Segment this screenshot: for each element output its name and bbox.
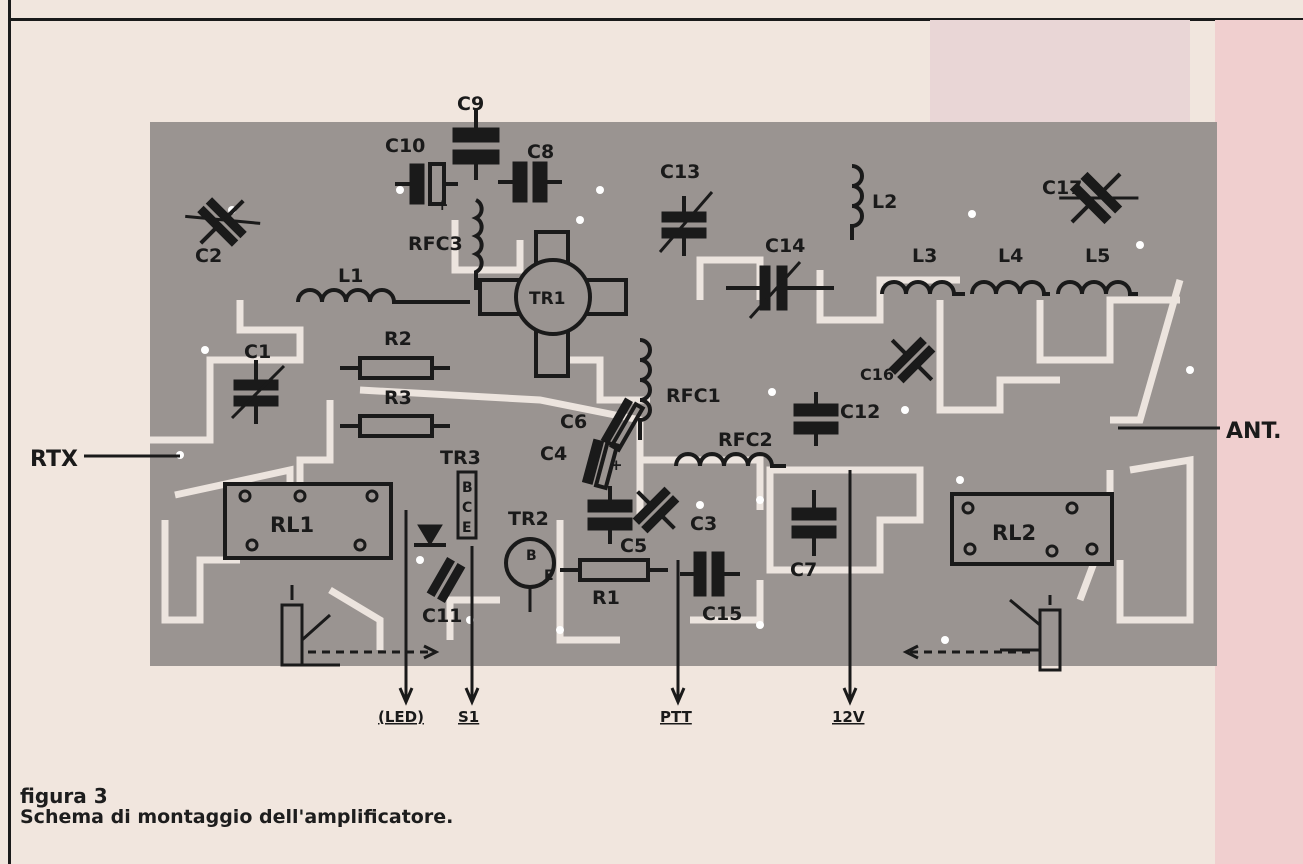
- terminal-labels: RTX ANT. (LED) S1 PTT 12V: [30, 419, 1281, 726]
- label-rfc3: RFC3: [408, 233, 463, 255]
- label-c4-plus: +: [610, 456, 623, 474]
- capacitor-c5-body: [587, 486, 633, 544]
- page-border-left: [8, 0, 11, 864]
- label-c16: C16: [860, 365, 894, 384]
- terminal-wires: [84, 426, 1220, 706]
- inductor-l4-coil: [970, 280, 1050, 296]
- label-c1: C1: [244, 341, 271, 363]
- label-c13: C13: [660, 161, 700, 183]
- label-r1: R1: [592, 587, 620, 609]
- inductor-l2-coil: [850, 164, 864, 240]
- label-tr3: TR3: [440, 447, 481, 469]
- terminal-12v: 12V: [832, 708, 865, 726]
- terminal-s1: S1: [458, 708, 479, 726]
- figure-number: figura 3: [20, 784, 108, 808]
- capacitor-c12-body: [793, 392, 839, 446]
- inductor-rfc3-coil: [471, 198, 484, 290]
- capacitor-c9-body: [452, 110, 500, 180]
- label-c10-plus: +: [436, 196, 449, 214]
- terminal-ant: ANT.: [1226, 419, 1281, 444]
- label-tr2-e: E: [544, 568, 554, 584]
- capacitor-c11-body: [426, 556, 466, 604]
- label-rfc1: RFC1: [666, 385, 721, 407]
- figure-caption: figura 3 Schema di montaggio dell'amplif…: [20, 786, 453, 828]
- trimmer-c17-body: [1059, 171, 1139, 225]
- label-c10: C10: [385, 135, 425, 157]
- capacitor-c7-body: [791, 490, 837, 556]
- terminal-rtx: RTX: [30, 447, 78, 472]
- label-tr1: TR1: [529, 289, 566, 309]
- page-border-top: [8, 18, 1303, 21]
- terminal-led: (LED): [378, 708, 424, 726]
- resistors: [340, 356, 668, 582]
- label-c5: C5: [620, 535, 647, 557]
- label-c11: C11: [422, 605, 462, 627]
- transistor-tr1: [478, 230, 628, 378]
- label-tr2-b: B: [526, 548, 537, 564]
- inductor-l3-coil: [880, 280, 965, 296]
- resistor-r1-body: [560, 558, 668, 582]
- coax-right: [1000, 595, 1062, 672]
- label-rfc2: RFC2: [718, 429, 773, 451]
- label-r2: R2: [384, 328, 412, 350]
- relay-rl2-body: [950, 492, 1114, 566]
- terminal-ptt: PTT: [660, 708, 693, 726]
- capacitor-c10-body: [395, 162, 458, 206]
- label-l3: L3: [912, 245, 937, 267]
- coax-left: [280, 585, 340, 667]
- inductors: [296, 164, 1138, 468]
- label-c14: C14: [765, 235, 805, 257]
- label-c8: C8: [527, 141, 554, 163]
- trimmer-c1-body: [230, 360, 286, 424]
- trimmer-c2-body: [185, 197, 261, 247]
- capacitor-c3-body: [632, 486, 680, 534]
- resistor-r2-body: [340, 356, 450, 380]
- capacitor-c8-body: [498, 161, 562, 203]
- relays: [223, 482, 1114, 566]
- transistor-tr2: [504, 537, 556, 612]
- figure-description: Schema di montaggio dell'amplificatore.: [20, 806, 454, 828]
- coax-connectors: [280, 585, 1062, 672]
- relay-rl1-body: [223, 482, 393, 560]
- transistor-tr3: [456, 470, 478, 540]
- label-r3: R3: [384, 387, 412, 409]
- label-c9: C9: [457, 93, 484, 115]
- label-l4: L4: [998, 245, 1023, 267]
- label-c7: C7: [790, 559, 817, 581]
- label-c12: C12: [840, 401, 880, 423]
- inductor-rfc1-coil: [638, 338, 652, 440]
- label-l5: L5: [1085, 245, 1110, 267]
- label-l2: L2: [872, 191, 897, 213]
- label-tr3-e: E: [462, 520, 472, 536]
- label-c6: C6: [560, 411, 587, 433]
- label-c2: C2: [195, 245, 222, 267]
- resistor-r3-body: [340, 414, 450, 438]
- diode-body: [414, 524, 446, 547]
- label-c17: C17: [1042, 177, 1082, 199]
- capacitor-c15-body: [680, 551, 740, 597]
- label-l1: L1: [338, 265, 363, 287]
- trimmer-c14-body: [726, 261, 834, 319]
- label-tr3-c: C: [462, 500, 472, 516]
- inductor-rfc2-coil: [674, 452, 786, 468]
- inductor-l1-coil: [296, 288, 470, 304]
- label-tr3-b: B: [462, 480, 473, 496]
- component-bodies: [185, 110, 1139, 604]
- label-c4: C4: [540, 443, 567, 465]
- label-rl1: RL1: [270, 513, 314, 537]
- trimmer-c13-body: [658, 191, 714, 256]
- capacitor-c16-body: [888, 336, 936, 384]
- inductor-l5-coil: [1056, 280, 1138, 296]
- label-tr2: TR2: [508, 508, 549, 530]
- label-rl2: RL2: [992, 521, 1036, 545]
- capacitor-c4-body: [581, 438, 620, 491]
- ghost-print-strip: [1215, 20, 1303, 864]
- component-labels: C9 C10 C8 C13 L2 C17 C2 RFC3 TR1 C14 L1 …: [195, 93, 1110, 627]
- label-c3: C3: [690, 513, 717, 535]
- label-c15: C15: [702, 603, 742, 625]
